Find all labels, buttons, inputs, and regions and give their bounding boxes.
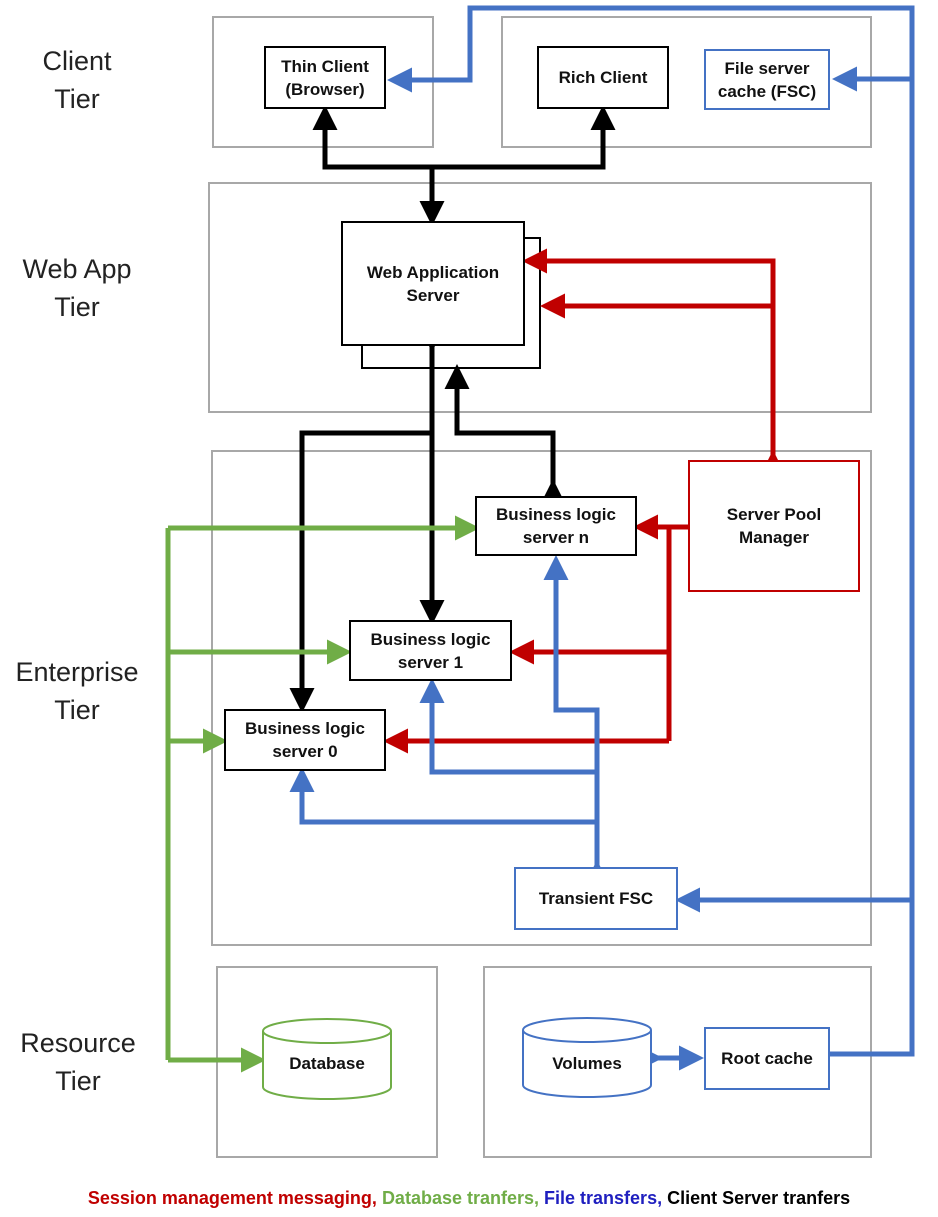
file-server-cache-node[interactable]: File server cache (FSC) bbox=[704, 49, 830, 110]
transient-to-bls1 bbox=[419, 678, 597, 775]
web-app-server-label: Web Application Server bbox=[366, 262, 500, 305]
server-pool-manager-label: Server Pool Manager bbox=[726, 505, 822, 547]
business-logic-server-0-node[interactable]: Business logic server 0 bbox=[224, 709, 386, 771]
business-logic-server-1-label: Business logic server 1 bbox=[370, 629, 491, 672]
legend-client-server: Client Server tranfers bbox=[667, 1188, 851, 1208]
root-cache-label: Root cache bbox=[721, 1049, 813, 1068]
webapp-tier-label: Web App Tier bbox=[22, 254, 132, 322]
legend-database: Database tranfers bbox=[381, 1188, 535, 1208]
spm-to-web-top bbox=[522, 248, 786, 475]
database-label: Database bbox=[289, 1054, 365, 1073]
resource-tier-label: Resource Tier bbox=[20, 1028, 136, 1096]
database-connectors bbox=[165, 515, 480, 1073]
thin-client-node[interactable]: Thin Client (Browser) bbox=[264, 46, 386, 109]
business-logic-server-1-node[interactable]: Business logic server 1 bbox=[349, 620, 512, 681]
client-tier-label: Client Tier bbox=[42, 46, 112, 114]
business-logic-server-0-label: Business logic server 0 bbox=[245, 719, 365, 761]
business-logic-server-n-label: Business logic server n bbox=[496, 505, 616, 547]
business-logic-server-n-node[interactable]: Business logic server n bbox=[475, 496, 637, 556]
legend: Session management messaging, Database t… bbox=[0, 1186, 938, 1210]
rich-client-node[interactable]: Rich Client bbox=[537, 46, 669, 109]
transient-fsc-label: Transient FSC bbox=[538, 889, 654, 908]
outer-file-loop bbox=[387, 5, 915, 1067]
legend-sep-1: , bbox=[371, 1188, 382, 1208]
rich-client-link bbox=[432, 105, 616, 170]
server-pool-manager-node[interactable]: Server Pool Manager bbox=[688, 460, 860, 592]
root-cache-node[interactable]: Root cache bbox=[704, 1027, 830, 1090]
database-cylinder bbox=[262, 1018, 392, 1100]
file-connectors bbox=[289, 5, 915, 1071]
rich-client-label: Rich Client bbox=[558, 68, 648, 87]
web-app-server-node[interactable]: Web Application Server bbox=[341, 221, 525, 346]
transient-to-blsn bbox=[543, 555, 610, 885]
file-server-cache-label: File server cache (FSC) bbox=[717, 58, 817, 101]
thin-client-link bbox=[312, 105, 432, 170]
legend-session: Session management messaging bbox=[87, 1188, 372, 1208]
transient-to-bls0 bbox=[289, 767, 597, 825]
legend-sep-2: , bbox=[534, 1188, 545, 1208]
enterprise-tier-label: Enterprise Tier bbox=[15, 657, 139, 725]
legend-file: File transfers bbox=[544, 1188, 658, 1208]
thin-client-label: Thin Client (Browser) bbox=[281, 56, 369, 99]
volumes-cylinder bbox=[522, 1017, 652, 1098]
web-to-blsn-link bbox=[444, 364, 566, 504]
transient-fsc-node[interactable]: Transient FSC bbox=[514, 867, 678, 930]
legend-sep-3: , bbox=[657, 1188, 668, 1208]
volumes-label: Volumes bbox=[552, 1054, 622, 1073]
